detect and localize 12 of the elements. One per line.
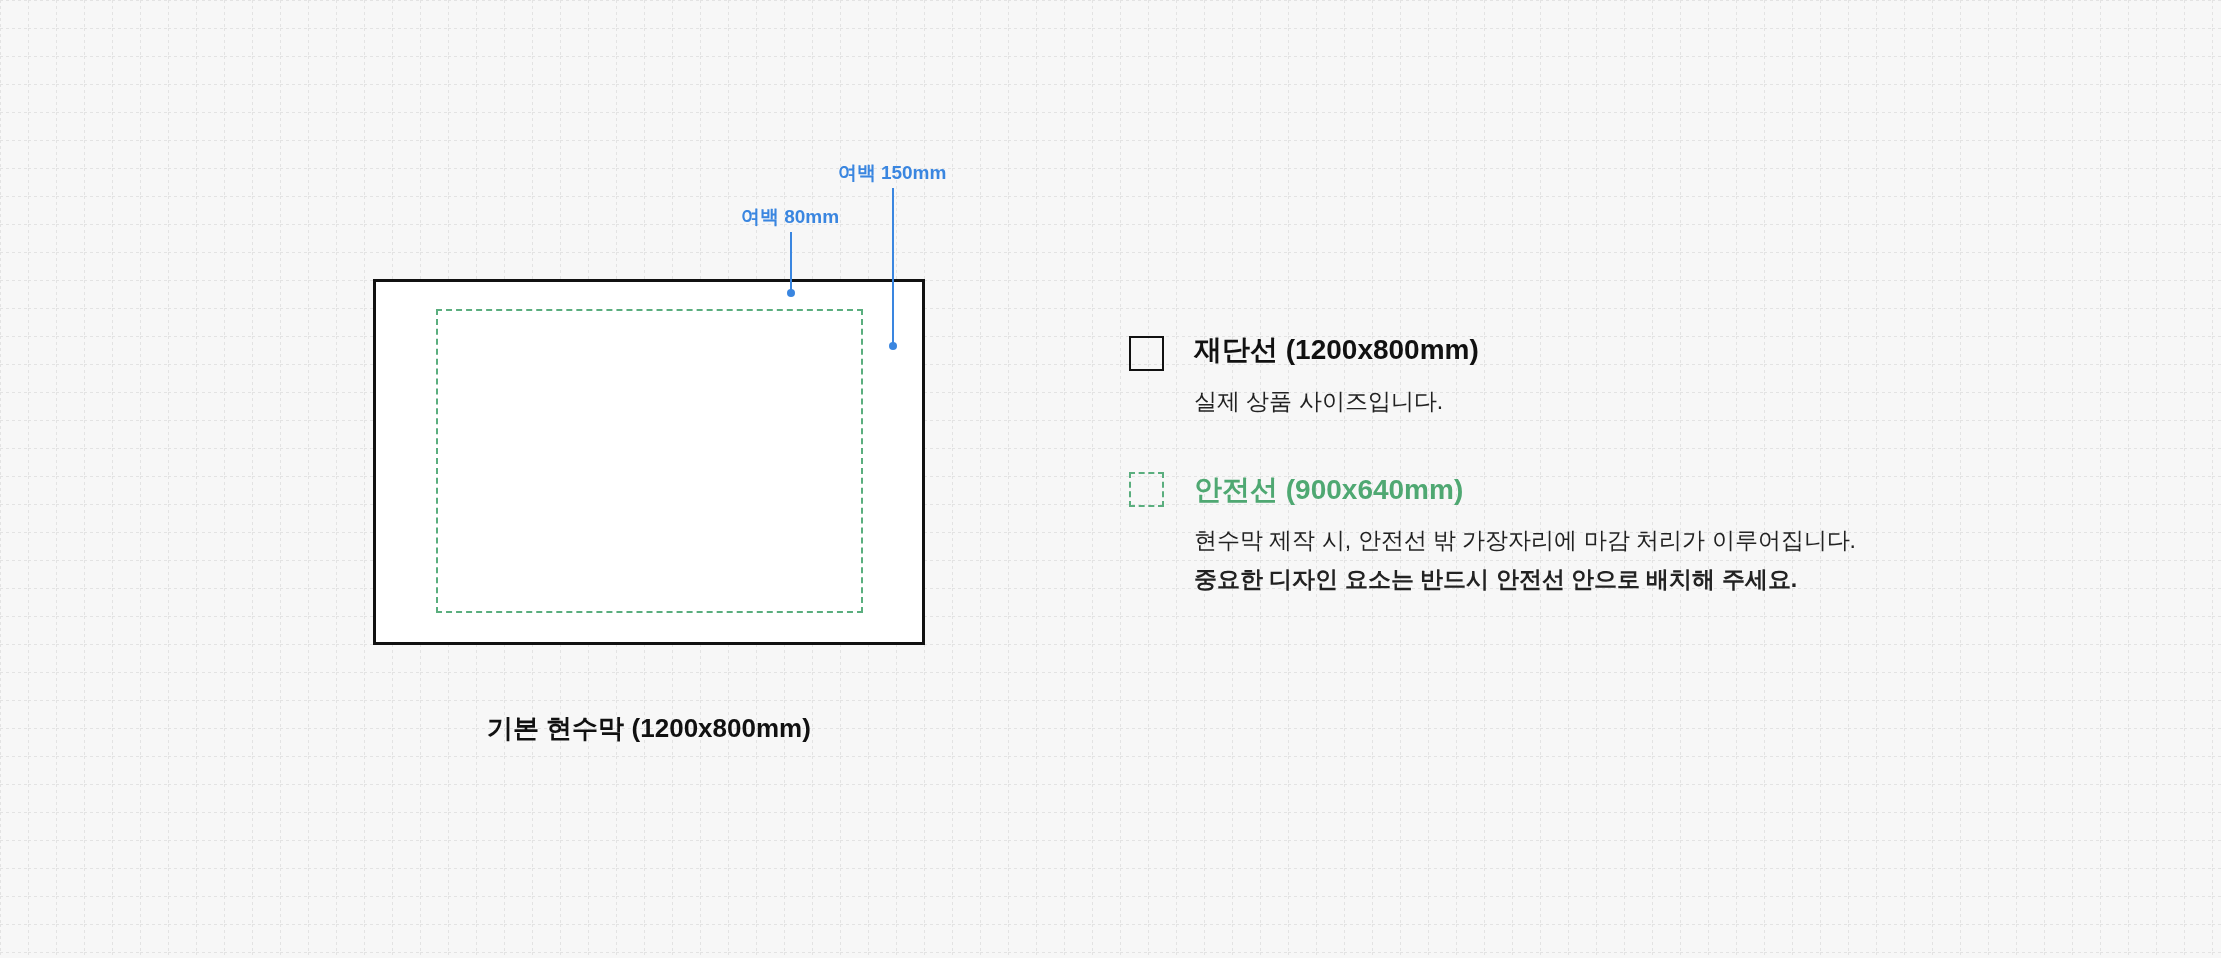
safe-area-outline [436, 309, 863, 613]
banner-cut-outline [373, 279, 925, 645]
legend-title: 재단선 (1200x800mm) [1194, 333, 1479, 367]
banner-label: 기본 현수막 (1200x800mm) [487, 712, 811, 745]
description-text: 실제 상품 사이즈입니다. [1194, 386, 1444, 416]
description-text: 중요한 디자인 요소는 반드시 안전선 안으로 배치해 주세요. [1194, 564, 1798, 594]
description-text: 현수막 제작 시, 안전선 밖 가장자리에 마감 처리가 이루어집니다. [1194, 525, 1856, 555]
legend-title: 안전선 (900x640mm) [1194, 473, 1464, 507]
leader-line [787, 231, 795, 297]
dimension-label: 여백 150mm [837, 160, 947, 186]
dimension-label: 여백 80mm [740, 204, 840, 230]
leader-line [889, 187, 897, 350]
